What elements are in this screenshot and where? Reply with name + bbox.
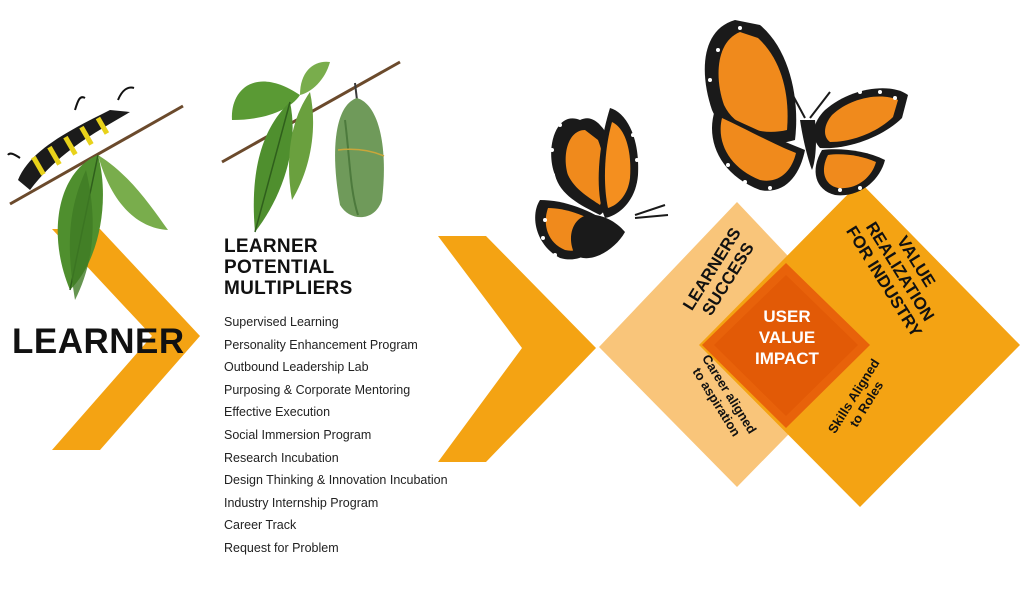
impact-line: IMPACT xyxy=(755,349,819,368)
butterfly-icon xyxy=(704,20,908,196)
caterpillar-icon xyxy=(7,86,184,300)
butterfly-icon xyxy=(535,108,669,260)
learner-title: LEARNER xyxy=(12,322,185,361)
list-item: Purposing & Corporate Mentoring xyxy=(224,382,411,397)
list-item: Design Thinking & Innovation Incubation xyxy=(224,473,448,488)
list-item: Career Track xyxy=(224,518,297,533)
diamond-user-value-impact-core xyxy=(714,275,858,416)
user-value-impact-label: USER VALUE IMPACT xyxy=(735,306,839,369)
chrysalis-branch-icon xyxy=(221,60,401,233)
list-item: Effective Execution xyxy=(224,405,331,420)
impact-line: USER xyxy=(763,307,811,326)
list-item: Social Immersion Program xyxy=(224,427,372,442)
multipliers-title-line: MULTIPLIERS xyxy=(224,278,353,299)
list-item: Industry Internship Program xyxy=(224,495,379,510)
list-item: Supervised Learning xyxy=(224,315,339,329)
chrysalis-icon xyxy=(335,98,385,218)
chevron-learner xyxy=(52,229,200,450)
impact-line: VALUE xyxy=(758,328,816,347)
list-item: Request for Problem xyxy=(224,540,339,555)
list-item: Outbound Leadership Lab xyxy=(224,360,369,375)
program-list: Supervised Learning Personality Enhancem… xyxy=(224,311,448,560)
list-item: Personality Enhancement Program xyxy=(224,337,418,352)
list-item: Research Incubation xyxy=(224,450,339,465)
multipliers-title-line: LEARNER xyxy=(224,236,318,257)
chevron-multipliers xyxy=(438,236,596,462)
multipliers-title-line: POTENTIAL xyxy=(224,257,335,278)
multipliers-title: LEARNER POTENTIAL MULTIPLIERS xyxy=(224,236,434,299)
